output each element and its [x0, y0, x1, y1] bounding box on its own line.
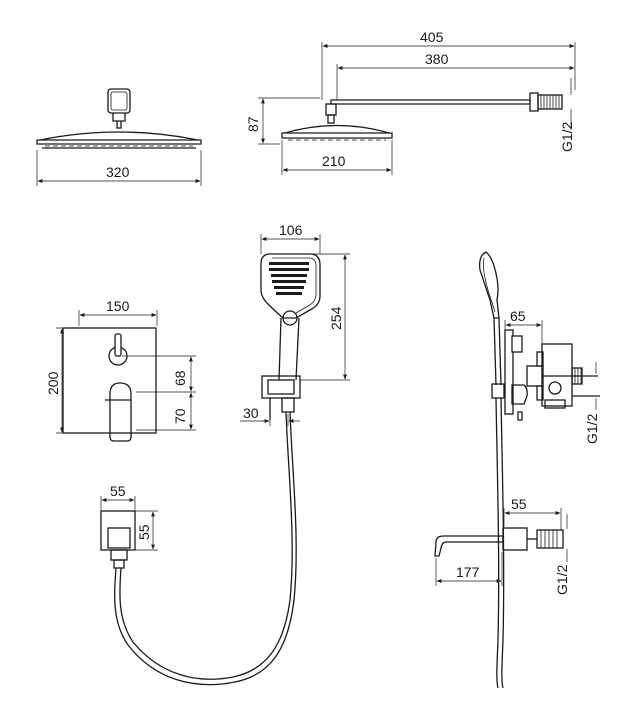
dimension-plate-width: 150: [78, 298, 158, 326]
dimension-body-thread: G1/2: [584, 362, 600, 444]
dimension-head-side-width: 210: [281, 140, 393, 175]
label-outlet-55-h: 55: [136, 524, 152, 540]
dimension-outlet-width: 55: [100, 483, 136, 510]
label-106: 106: [279, 222, 303, 238]
mixer-plate: [62, 327, 157, 442]
dimension-outlet-height: 55: [135, 510, 158, 551]
flexible-hose: [114, 411, 297, 686]
hand-shower-holder: [261, 375, 301, 420]
hand-shower: [260, 253, 321, 381]
dimension-hand-shower-length: 254: [300, 253, 350, 381]
label-150: 150: [106, 298, 130, 314]
label-70: 70: [172, 408, 188, 424]
label-thread-top: G1/2: [559, 121, 575, 152]
label-87: 87: [245, 116, 261, 132]
label-177: 177: [456, 564, 480, 580]
hand-shower-nozzles: [269, 262, 309, 295]
label-210: 210: [322, 153, 346, 169]
dimension-spout-thread: G1/2: [554, 514, 570, 595]
dimension-arm-length: 380: [336, 51, 575, 100]
dimension-spout-length: 177: [435, 552, 503, 586]
dimension-spout-depth: 55: [503, 496, 562, 530]
dimension-arm-drop: 87: [245, 97, 320, 145]
label-thread-spout: G1/2: [554, 564, 570, 595]
label-405: 405: [420, 29, 444, 45]
system-side-view: [478, 251, 528, 689]
dimension-arm-thread: G1/2: [559, 78, 575, 152]
dimension-plate-height: 200: [45, 327, 78, 434]
label-65: 65: [510, 308, 526, 324]
bath-spout: [434, 527, 564, 557]
dimension-shower-head-width: 320: [36, 150, 202, 186]
overhead-shower-front-view: [36, 88, 202, 149]
dimension-mixer-offsets: 68 70: [122, 355, 196, 431]
label-30: 30: [243, 405, 259, 421]
label-spout-55: 55: [511, 496, 527, 512]
label-200: 200: [45, 371, 61, 395]
concealed-body: [526, 343, 600, 409]
wall-outlet: [100, 510, 136, 569]
label-outlet-55-w: 55: [110, 483, 126, 499]
dimension-arm-total: 405: [321, 29, 576, 100]
label-68: 68: [172, 370, 188, 386]
dimension-mixer-depth: 65: [504, 308, 543, 344]
shower-arm-side-view: [281, 92, 563, 141]
label-thread-body: G1/2: [584, 413, 600, 444]
label-254: 254: [328, 306, 344, 330]
label-320: 320: [106, 164, 130, 180]
dimension-holder-width: 30: [240, 405, 300, 426]
dimension-hand-shower-width: 106: [260, 222, 321, 254]
label-380: 380: [425, 51, 449, 67]
